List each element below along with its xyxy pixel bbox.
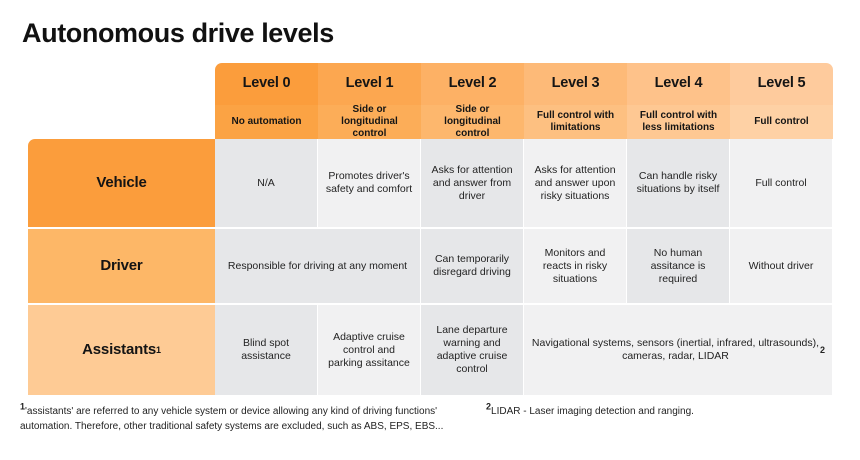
level-header-4: Level 4 — [627, 63, 730, 105]
page-title: Autonomous drive levels — [22, 18, 334, 48]
table-cell-r2-c1: Adaptive cruise control and parking assi… — [318, 305, 421, 395]
row-label-driver: Driver — [28, 229, 215, 305]
level-header-1: Level 1 — [318, 63, 421, 105]
table-cell-r1-c2: Can temporarily disregard driving — [421, 229, 524, 305]
footnotes: 1'assistants' are referred to any vehicl… — [20, 401, 840, 434]
level-subtitle-2: Side or longitudinal control — [421, 104, 524, 139]
table-cell-r1-c5: Without driver — [730, 229, 833, 305]
level-subtitle-4: Full control with less limitations — [627, 105, 730, 139]
table-cell-r0-c3: Asks for attention and answer upon risky… — [524, 139, 627, 229]
level-header-5: Level 5 — [730, 63, 833, 105]
table-cell-r1-c4: No human assitance is required — [627, 229, 730, 305]
footnote-marker: 2 — [486, 401, 492, 412]
footnote-1: 1'assistants' are referred to any vehicl… — [20, 401, 444, 432]
table-cell-r0-c0: N/A — [215, 139, 318, 229]
level-header-2: Level 2 — [421, 63, 524, 105]
level-subtitle-5: Full control — [730, 105, 833, 139]
table-cell-r2-c3: Navigational systems, sensors (inertial,… — [524, 305, 833, 395]
table-corner-blank — [28, 63, 215, 105]
table-cell-r0-c1: Promotes driver's safety and comfort — [318, 139, 421, 229]
level-header-0: Level 0 — [215, 63, 318, 105]
table-cell-r1-c0: Responsible for driving at any moment — [215, 229, 421, 305]
table-cell-r2-c2: Lane departure warning and adaptive crui… — [421, 305, 524, 395]
level-header-3: Level 3 — [524, 63, 627, 105]
table-cell-r2-c0: Blind spot assistance — [215, 305, 318, 395]
level-subtitle-1: Side or longitudinal control — [318, 104, 421, 139]
table-corner-blank-2 — [28, 105, 215, 139]
table-cell-r0-c4: Can handle risky situations by itself — [627, 139, 730, 229]
footnote-marker: 1 — [20, 401, 26, 412]
table-cell-r1-c3: Monitors and reacts in risky situations — [524, 229, 627, 305]
table-cell-r0-c2: Asks for attention and answer from drive… — [421, 139, 524, 229]
footnote-2: 2LIDAR - Laser imaging detection and ran… — [486, 401, 694, 417]
level-subtitle-3: Full control with limitations — [524, 105, 627, 139]
row-label-vehicle: Vehicle — [28, 139, 215, 229]
table-cell-r0-c5: Full control — [730, 139, 833, 229]
level-subtitle-0: No automation — [215, 105, 318, 139]
